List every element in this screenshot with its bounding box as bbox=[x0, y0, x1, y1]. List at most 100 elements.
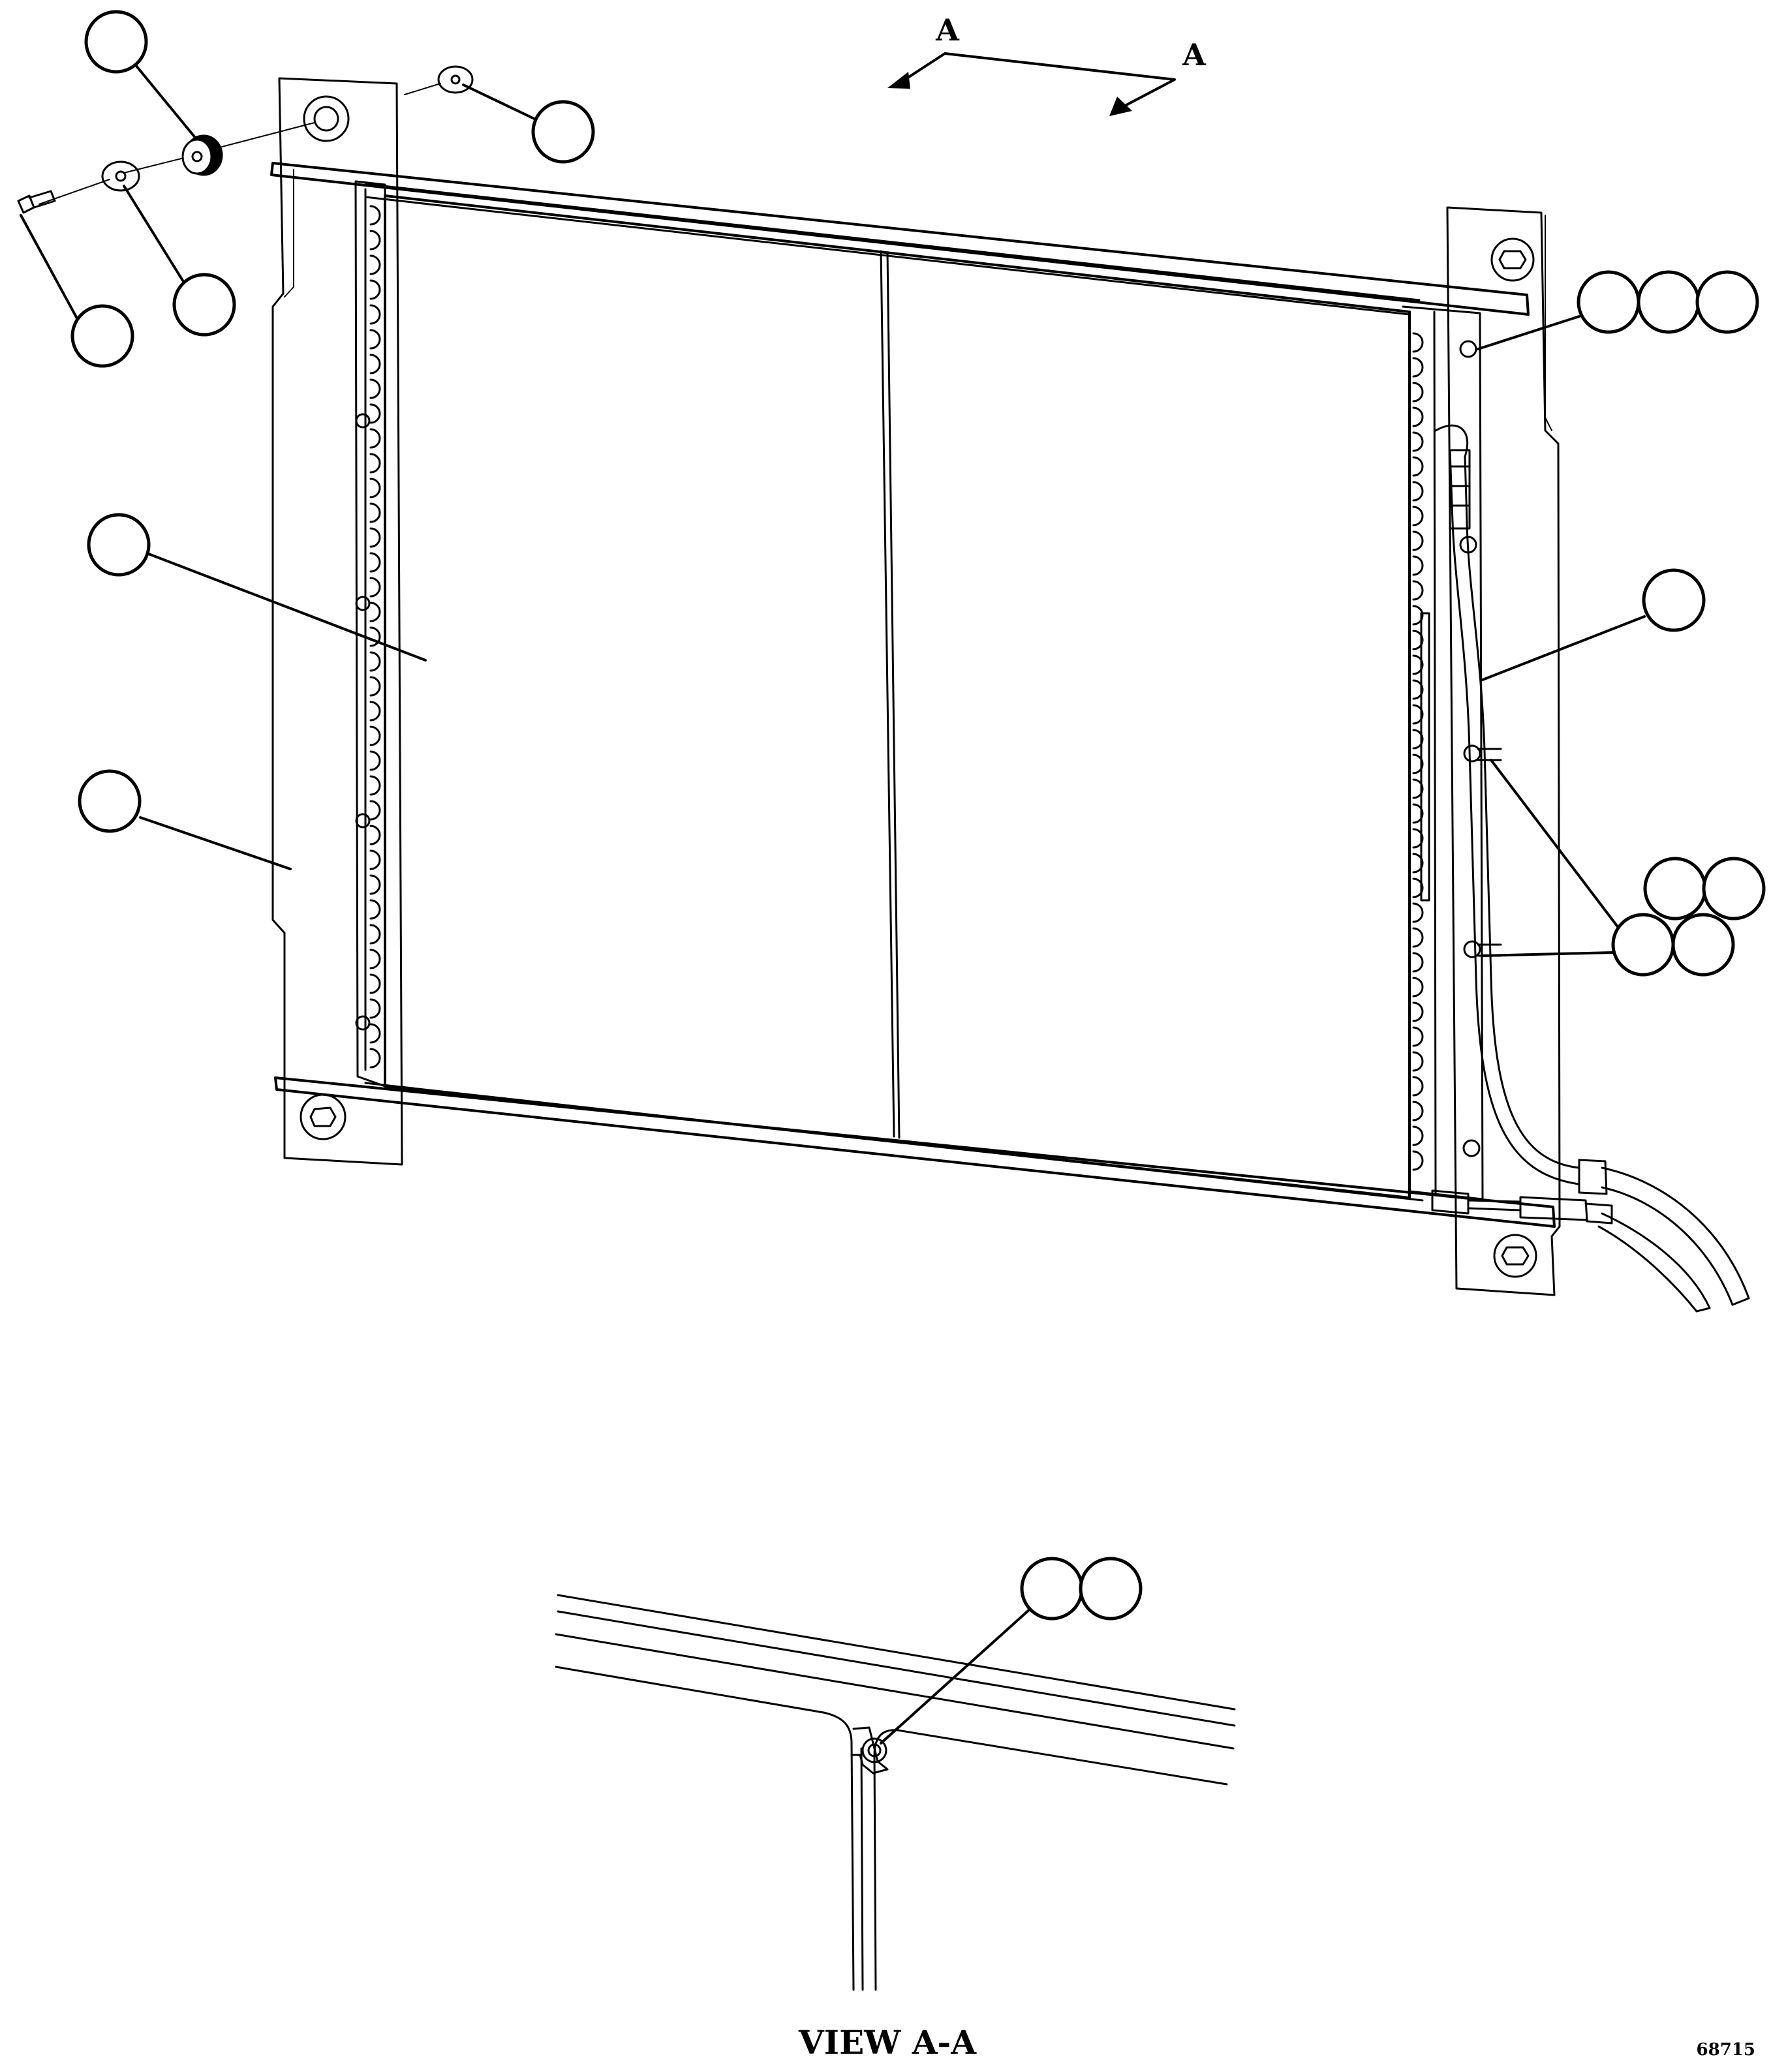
grommet-part bbox=[181, 134, 223, 176]
tube-bend bbox=[1412, 1076, 1424, 1097]
tube-bend bbox=[1412, 456, 1424, 477]
callout-balloon bbox=[1020, 1557, 1084, 1621]
section-cut-marker: A A bbox=[887, 12, 1207, 116]
tube-bend bbox=[369, 577, 381, 598]
part-balloons bbox=[70, 10, 1766, 977]
tube-bend bbox=[369, 279, 381, 300]
tube-bend bbox=[369, 527, 381, 548]
tube-bend bbox=[369, 849, 381, 870]
bolt-part bbox=[17, 190, 56, 214]
tube-bend bbox=[369, 378, 381, 399]
left-mounting-plate bbox=[271, 77, 403, 1166]
tube-bend bbox=[1412, 778, 1424, 799]
tube-bend bbox=[1412, 754, 1424, 774]
tube-bend bbox=[1412, 729, 1424, 750]
tube-bend bbox=[369, 329, 381, 350]
tube-bend bbox=[1412, 605, 1424, 626]
tube-bend bbox=[1412, 902, 1424, 923]
callout-balloon bbox=[1702, 857, 1766, 921]
condenser-core bbox=[384, 194, 1411, 1199]
mount-hole-bottom-right bbox=[1493, 1234, 1537, 1278]
tube-bend bbox=[1412, 654, 1424, 675]
section-arrow-left-icon bbox=[887, 72, 910, 89]
tube-bend bbox=[369, 874, 381, 895]
flat-washer-part bbox=[437, 65, 474, 94]
tube-bend bbox=[1412, 530, 1424, 551]
tube-bend bbox=[369, 1048, 381, 1069]
section-letter-right: A bbox=[1182, 37, 1207, 72]
tube-bend bbox=[1412, 332, 1424, 353]
tube-bend bbox=[369, 552, 381, 573]
tube-bend bbox=[369, 825, 381, 846]
hose-fitting bbox=[1449, 449, 1471, 530]
tube-bend bbox=[369, 502, 381, 523]
tube-bend bbox=[1412, 927, 1424, 948]
detail-fastener bbox=[861, 1737, 887, 1763]
tube-bend bbox=[1412, 828, 1424, 849]
section-arrow-right-icon bbox=[1109, 97, 1132, 116]
tube-bend bbox=[1412, 431, 1424, 452]
callout-balloon bbox=[1695, 270, 1759, 334]
tube-bend bbox=[369, 453, 381, 474]
tube-bend bbox=[369, 924, 381, 945]
tube-bend bbox=[369, 750, 381, 771]
tube-bend bbox=[369, 973, 381, 994]
tube-bend bbox=[1412, 1101, 1424, 1121]
tube-bend bbox=[1412, 555, 1424, 576]
exploded-hardware bbox=[17, 65, 474, 214]
tube-bend bbox=[1412, 679, 1424, 700]
tube-bend bbox=[1412, 877, 1424, 898]
tube-bend bbox=[1412, 803, 1424, 824]
tube-bend bbox=[1412, 1051, 1424, 1072]
tube-bend bbox=[369, 899, 381, 920]
tube-bend bbox=[1412, 977, 1424, 998]
tube-bend bbox=[369, 1023, 381, 1044]
right-header bbox=[1402, 305, 1484, 1200]
tube-bend bbox=[1412, 382, 1424, 403]
tube-bend bbox=[1412, 853, 1424, 874]
tube-bend bbox=[369, 602, 381, 622]
callout-balloon bbox=[78, 769, 142, 833]
tube-bend bbox=[369, 230, 381, 251]
tube-bend bbox=[369, 403, 381, 424]
callout-balloon bbox=[1611, 913, 1675, 977]
tube-bend bbox=[369, 354, 381, 374]
tube-bend bbox=[369, 651, 381, 672]
callout-balloon bbox=[1643, 857, 1707, 921]
tube-bend bbox=[1412, 506, 1424, 526]
tube-bend bbox=[1412, 1026, 1424, 1047]
detail-view-a-a bbox=[555, 1557, 1236, 1991]
tube-bend bbox=[1412, 357, 1424, 378]
tube-bend bbox=[1412, 630, 1424, 650]
tube-bend bbox=[1412, 1001, 1424, 1022]
top-rail bbox=[270, 162, 1530, 316]
callout-balloon bbox=[172, 273, 236, 337]
callout-leaders bbox=[20, 64, 1646, 957]
tube-bend bbox=[1412, 1125, 1424, 1146]
callout-balloon bbox=[1577, 270, 1640, 334]
tube-bend bbox=[369, 725, 381, 746]
callout-balloon bbox=[84, 10, 148, 74]
figure-number: 68715 bbox=[1697, 2040, 1755, 2060]
tube-bend bbox=[1412, 406, 1424, 427]
tube-bend bbox=[1412, 952, 1424, 973]
tube-bend bbox=[369, 998, 381, 1019]
tube-bend bbox=[1412, 580, 1424, 601]
right-mounting-plate bbox=[1446, 206, 1561, 1296]
view-caption: VIEW A-A bbox=[798, 2023, 977, 2062]
callout-balloon bbox=[531, 100, 595, 164]
mount-hole-top-left bbox=[303, 95, 350, 142]
mount-hole-top-right bbox=[1490, 237, 1535, 282]
hose-clamp-upper bbox=[1463, 744, 1502, 763]
tube-bend bbox=[369, 676, 381, 697]
tube-bend bbox=[1412, 1150, 1424, 1171]
callout-balloon bbox=[70, 304, 134, 368]
tube-bend bbox=[369, 626, 381, 647]
callout-balloon bbox=[1671, 913, 1735, 977]
callout-balloon bbox=[1642, 568, 1706, 632]
tube-bend bbox=[369, 304, 381, 325]
bottom-rail bbox=[274, 1076, 1556, 1228]
tube-bend bbox=[369, 775, 381, 796]
tube-bend bbox=[1412, 704, 1424, 725]
